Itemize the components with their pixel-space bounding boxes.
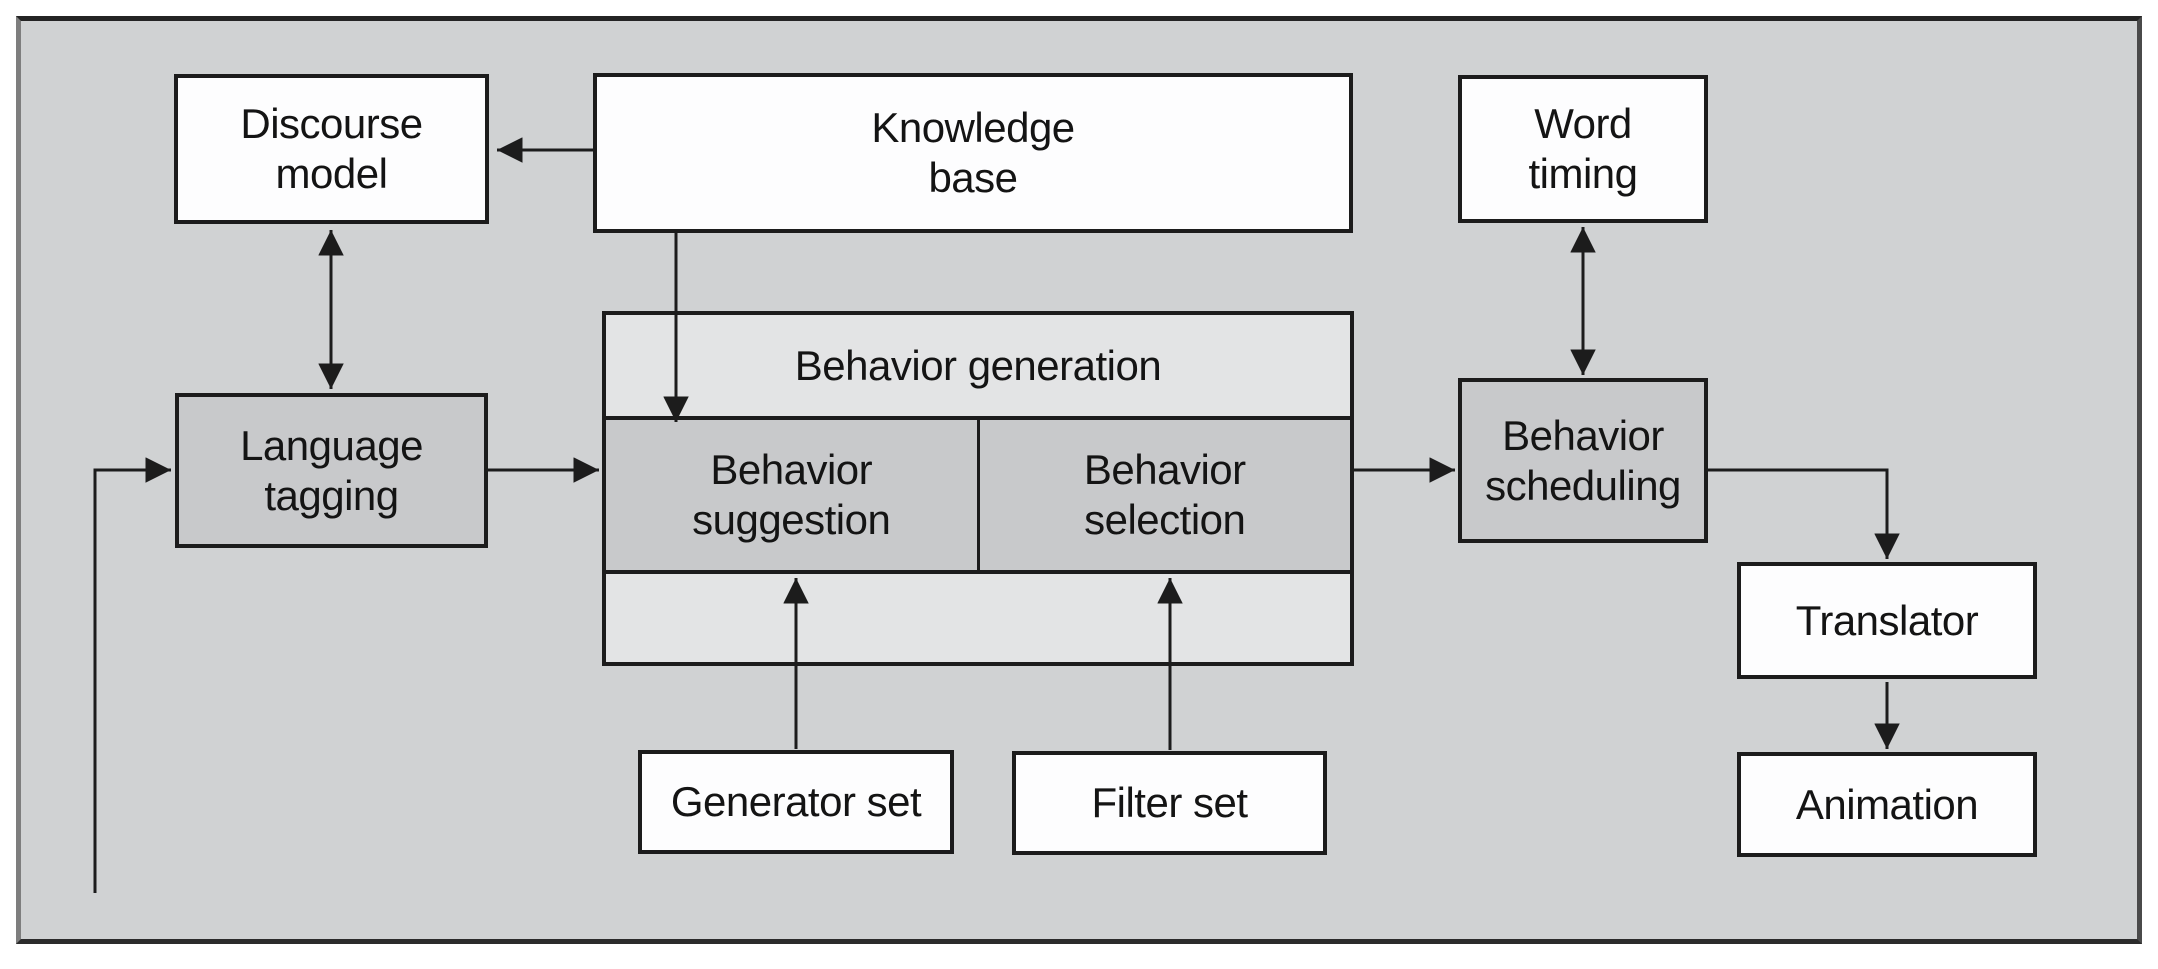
- node-animation: Animation: [1737, 752, 2037, 857]
- node-behavior-scheduling: Behavior scheduling: [1458, 378, 1708, 543]
- node-label-line: Translator: [1795, 596, 1979, 644]
- node-label-line: suggestion: [692, 496, 891, 543]
- node-translator: Translator: [1737, 562, 2037, 679]
- node-label-line: Language: [240, 421, 423, 469]
- node-knowledge-base: Knowledge base: [593, 73, 1353, 233]
- node-label-line: Discourse: [240, 100, 423, 147]
- node-label-line: Behavior: [710, 446, 873, 493]
- node-label-line: Behavior: [1502, 411, 1664, 459]
- node-label-line: Behavior: [1083, 446, 1246, 493]
- node-label-line: timing: [1528, 150, 1638, 197]
- node-label-line: base: [928, 154, 1018, 201]
- node-label-line: Animation: [1795, 780, 1979, 828]
- node-behavior-suggestion: Behavior suggestion: [606, 420, 977, 570]
- group-inner-row: Behavior suggestion Behavior selection: [606, 416, 1350, 574]
- node-label-line: Filter set: [1091, 779, 1248, 826]
- node-label-line: Generator set: [670, 778, 922, 825]
- node-label-line: model: [275, 150, 388, 197]
- node-discourse-model: Discourse model: [174, 74, 489, 224]
- node-label-line: Knowledge: [871, 104, 1075, 151]
- group-title: Behavior generation: [794, 341, 1162, 389]
- node-behavior-selection: Behavior selection: [976, 420, 1351, 570]
- node-label-line: scheduling: [1485, 461, 1681, 509]
- group-behavior-generation: Behavior generation Behavior suggestion …: [602, 311, 1354, 666]
- node-label-line: tagging: [264, 471, 399, 519]
- node-label-line: Word: [1534, 100, 1632, 147]
- node-language-tagging: Language tagging: [175, 393, 488, 548]
- node-label-line: selection: [1084, 496, 1246, 543]
- node-generator-set: Generator set: [638, 750, 954, 854]
- node-filter-set: Filter set: [1012, 751, 1327, 855]
- node-word-timing: Word timing: [1458, 75, 1708, 223]
